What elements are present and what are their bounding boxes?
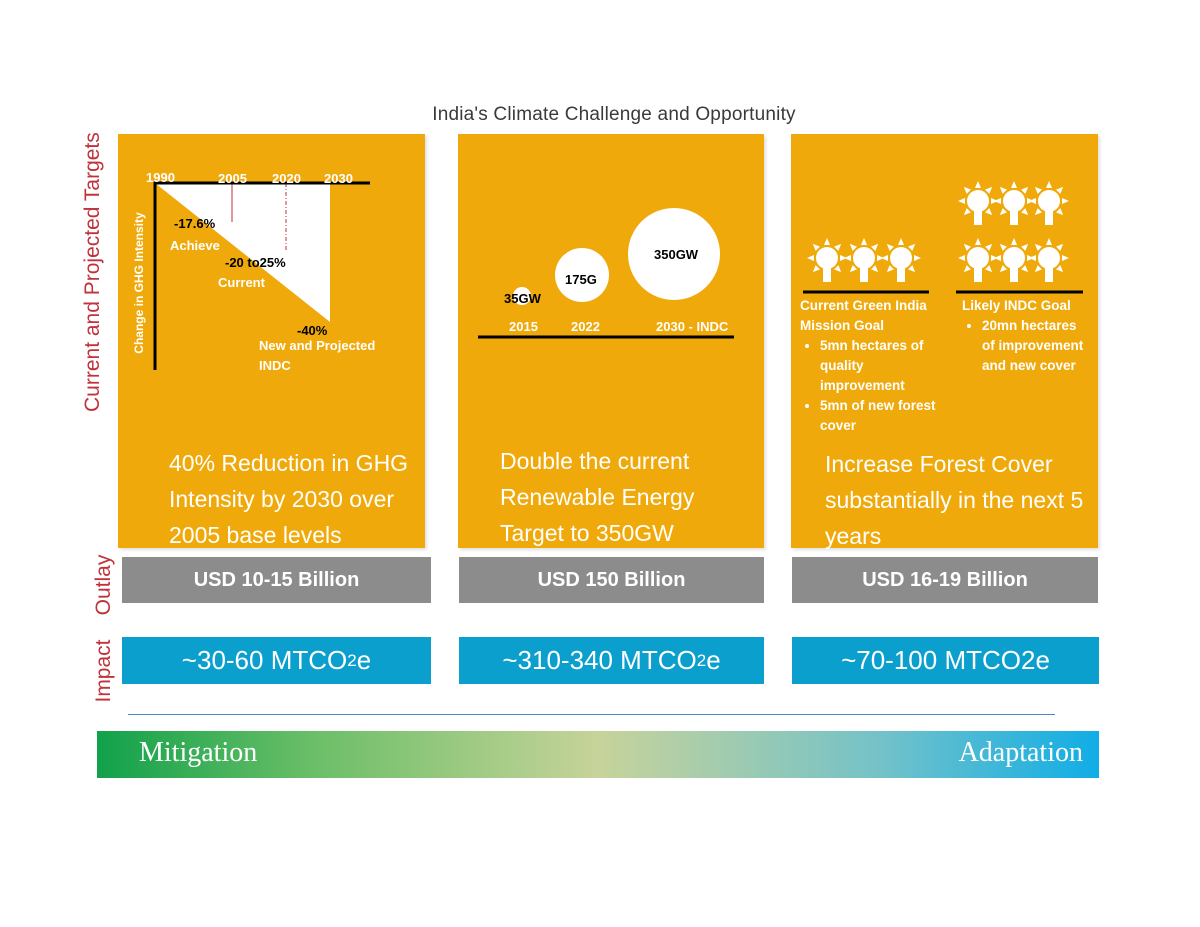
current-goal-title-2: Mission Goal [800,318,885,333]
tree-icon-group-indc-top [958,181,1069,225]
ghg-caption-line-3: 2005 base levels [169,522,342,548]
row-label-outlay: Outlay [92,554,115,616]
impact-renewable-tail: e [706,645,721,675]
impact-renewable-sub: 2 [696,650,707,670]
label-indc-1: New and Projected [259,338,376,353]
spectrum-left-label: Mitigation [139,737,258,768]
current-mission-goal: Current Green India Mission Goal 5mn hec… [800,296,960,436]
renewable-bubble-chart [478,208,734,339]
row-label-impact: Impact [92,639,115,703]
forest-caption-line-1: Increase Forest Cover [825,451,1053,477]
bubble-year-2015: 2015 [509,319,538,334]
label-achieve: Achieve [170,238,220,253]
forest-caption-line-3: years [825,523,882,549]
renewable-caption-line-3: Target to 350GW [500,520,674,546]
outlay-forest: USD 16-19 Billion [792,557,1098,603]
spectrum-right-label: Adaptation [958,737,1083,768]
ghg-caption-line-1: 40% Reduction in GHG [169,450,409,476]
tree-icon [994,238,1034,282]
label-indc-2: INDC [259,358,291,373]
tree-icon-group-indc-bottom [958,238,1069,282]
impact-forest: ~70-100 MTCO2e [792,637,1099,684]
year-2005: 2005 [218,171,247,186]
outlay-ghg: USD 10-15 Billion [122,557,431,603]
bubble-label-2015: 35GW [504,291,541,306]
tree-icon [1029,238,1069,282]
ghg-caption: 40% Reduction in GHG Intensity by 2030 o… [169,445,419,553]
bubble-label-2030: 350GW [654,247,699,262]
tree-icon-group-current [807,238,921,282]
tree-icon [994,181,1034,225]
ghg-caption-line-2: Intensity by 2030 over [169,486,395,512]
ghg-reduction-area [155,183,330,322]
ghg-panel: 1990 2005 2020 2030 Change in GHG Intens… [118,134,425,548]
forest-caption-line-2: substantially in the next 5 [825,487,1084,513]
current-goal-bullet-2: 5mn of new forest cover [820,396,960,436]
impact-forest-main: ~70-100 MTCO2e [841,645,1050,675]
bubble-2030 [628,208,720,300]
impact-ghg-sub: 2 [347,650,357,670]
impact-ghg-main: ~30-60 MTCO [181,645,348,675]
impact-ghg-tail: e [356,645,372,675]
bubble-2015 [513,287,531,305]
likely-indc-goal: Likely INDC Goal 20mn hectares of improv… [962,296,1098,376]
forest-trees [803,181,1083,294]
bubble-2022 [555,248,609,302]
value-achieve: -17.6% [174,216,216,231]
outlay-renewable: USD 150 Billion [459,557,764,603]
row-label-targets: Current and Projected Targets [81,132,104,412]
section-divider [128,714,1055,715]
indc-goal-title: Likely INDC Goal [962,298,1071,313]
tree-icon [844,238,884,282]
current-goal-title-1: Current Green India [800,298,927,313]
bubble-year-2030: 2030 - INDC [656,319,729,334]
tree-icon [958,181,998,225]
bubble-year-2022: 2022 [571,319,600,334]
indc-goal-bullet-1: 20mn hectares of improvement and new cov… [982,316,1098,376]
value-current: -20 to25% [225,255,286,270]
tree-icon [958,238,998,282]
mitigation-adaptation-spectrum: Mitigation Adaptation [97,731,1099,778]
forest-panel: Current Green India Mission Goal 5mn hec… [791,134,1098,549]
tree-icon [807,238,847,282]
ghg-intensity-chart [153,181,370,370]
page-title: India's Climate Challenge and Opportunit… [432,104,796,125]
year-2030: 2030 [324,171,353,186]
renewable-caption-line-2: Renewable Energy [500,484,695,510]
renewable-caption: Double the current Renewable Energy Targ… [500,443,750,551]
label-current: Current [218,275,265,290]
ghg-y-axis-label: Change in GHG Intensity [132,212,146,354]
renewable-caption-line-1: Double the current [500,448,690,474]
value-indc: -40% [297,323,328,338]
year-1990: 1990 [146,170,175,185]
tree-icon [1029,181,1069,225]
renewable-panel: 35GW 175G 350GW 2015 2022 2030 - INDC Do… [458,134,764,548]
year-2020: 2020 [272,171,301,186]
forest-caption: Increase Forest Cover substantially in t… [825,446,1095,554]
bubble-label-2022: 175G [565,272,597,287]
tree-icon [881,238,921,282]
impact-renewable-main: ~310-340 MTCO [502,645,697,675]
current-goal-bullet-1: 5mn hectares of quality improvement [820,336,960,396]
